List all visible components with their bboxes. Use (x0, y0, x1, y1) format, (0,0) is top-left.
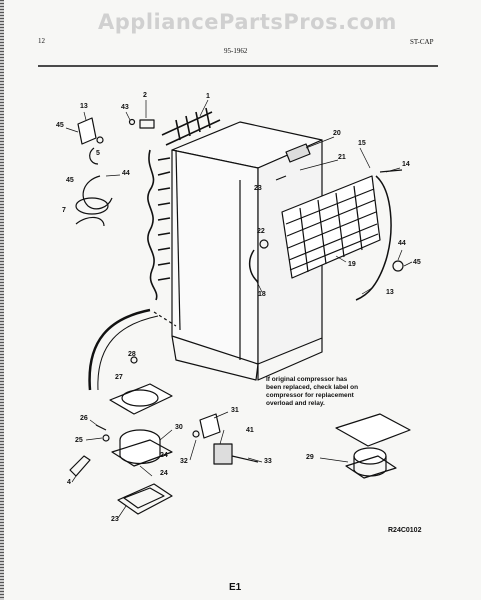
callout-43: 44 (122, 170, 130, 177)
note-line-2: been replaced, check label on (266, 384, 359, 391)
leader-lines (65, 99, 413, 519)
callout-7: 7 (62, 207, 66, 214)
condenser-coil (147, 107, 221, 301)
callout-21: 23 (254, 185, 262, 192)
part-4 (69, 455, 91, 477)
callout-15: 15 (358, 140, 366, 147)
callout-4: 4 (67, 479, 71, 486)
callout-18: 20 (333, 130, 341, 137)
callout-30: 31 (231, 407, 239, 414)
header-page-number: 12 (38, 37, 45, 45)
clip-20 (259, 239, 269, 249)
replacement-compressor (335, 413, 411, 479)
compressor (111, 429, 173, 467)
callout-16: 18 (258, 291, 266, 298)
callout-23: 24 (160, 452, 168, 459)
watermark: AppliancePartsPros.com (98, 10, 397, 34)
replacement-note: If original compressor has been replaced… (266, 376, 386, 408)
callout-5: 5 (96, 150, 100, 157)
callout-13: 13 (386, 289, 394, 296)
scan-edge (0, 0, 4, 600)
screw-27 (130, 356, 138, 364)
callout-17: 19 (348, 261, 356, 268)
base-plate (117, 483, 173, 515)
callout-22: 23 (111, 516, 119, 523)
callout-44: 44 (398, 240, 406, 247)
callout-20: 22 (257, 228, 265, 235)
drain-pan (109, 356, 173, 415)
callout-14: 14 (402, 161, 410, 168)
callout-31: 32 (180, 458, 188, 465)
callout-41: 43 (121, 104, 129, 111)
note-line-1: If original compressor has (266, 376, 348, 383)
upper-left-parts (75, 117, 155, 227)
callout-25: 26 (80, 415, 88, 422)
header-doc-number: 95-1962 (224, 47, 248, 55)
callout-27: 28 (128, 351, 136, 358)
discharge-line-outer (88, 308, 151, 391)
callout-32: 33 (264, 458, 272, 465)
note-line-4: overload and relay. (266, 400, 325, 407)
drawing-code: R24C0102 (388, 527, 422, 534)
callout-28: 29 (306, 454, 314, 461)
callout-33: 41 (246, 427, 254, 434)
callout-45: 45 (56, 122, 64, 129)
callout-26: 27 (115, 374, 123, 381)
callout-23b: 24 (160, 470, 168, 477)
callout-2: 2 (143, 92, 147, 99)
page-code: E1 (229, 582, 242, 593)
note-line-3: compressor for replacement (266, 392, 354, 399)
evaporator-coil (281, 169, 403, 301)
relay-overload (192, 413, 259, 465)
callout-45b: 45 (66, 177, 74, 184)
grommet-24 (102, 434, 110, 442)
discharge-line-inner (97, 315, 159, 391)
callout-1: 1 (206, 93, 210, 100)
callout-19: 21 (338, 154, 346, 161)
callout-6: 13 (80, 103, 88, 110)
grommet-44 (392, 260, 404, 272)
header-section: ST-CAP (410, 38, 434, 46)
bracket-18 (285, 143, 311, 163)
callout-24: 25 (75, 437, 83, 444)
clip-21 (275, 175, 287, 181)
callout-29: 30 (175, 424, 183, 431)
callout-45c: 45 (413, 259, 421, 266)
